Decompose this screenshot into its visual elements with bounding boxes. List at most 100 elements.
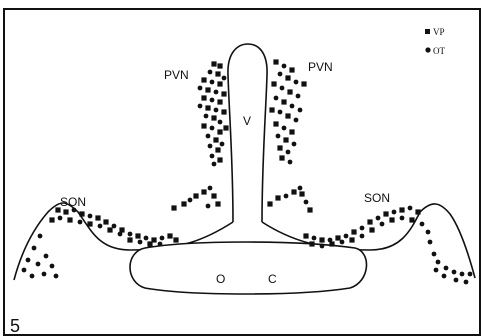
ot-cell-marker [138,240,143,245]
ot-cell-marker [210,126,215,131]
ot-cell-marker [198,104,203,109]
ot-cell-marker [426,230,431,235]
ot-cell-marker [468,272,473,277]
vp-cell-marker [307,207,312,212]
vp-cell-marker [67,217,72,222]
vp-cell-marker [223,125,228,130]
ot-cell-marker [208,144,213,149]
optic-chiasm-label-o: O [216,272,225,286]
ot-cell-marker [290,104,295,109]
vp-cell-marker [389,217,394,222]
vp-cell-marker [201,189,206,194]
vp-cell-marker [217,81,222,86]
vp-cell-marker [217,99,222,104]
legend-label-vp: VP [433,27,445,37]
ot-cell-marker [78,220,83,225]
ot-cell-marker [360,226,365,231]
ot-cell-marker [222,76,227,81]
ot-cell-marker [460,272,465,277]
optic-chiasm-label-c: C [268,272,277,286]
vp-cell-marker [205,87,210,92]
vp-cell-marker [287,89,292,94]
ot-cell-marker [214,108,219,113]
ot-cell-marker [210,80,215,85]
vp-cell-marker [409,217,414,222]
ot-cell-marker [444,266,449,271]
son-left-label: SON [60,195,86,209]
ot-cell-marker [214,90,219,95]
vp-cell-marker [167,233,172,238]
ot-cell-marker [206,204,211,209]
vp-cell-marker [217,63,222,68]
vp-cell-marker [127,237,132,242]
vp-cell-marker [173,237,178,242]
ot-cell-marker [42,272,47,277]
ot-cell-marker [376,216,381,221]
pvn-left-label: PVN [164,68,189,82]
vp-cell-marker [181,201,186,206]
vp-cell-marker [63,209,68,214]
ot-cell-marker [220,142,225,147]
vp-cell-marker [329,241,334,246]
vp-cell-marker [211,193,216,198]
ot-cell-marker [206,134,211,139]
vp-cell-marker [215,71,220,76]
ot-cell-marker [208,186,213,191]
ot-cell-marker [312,236,317,241]
ot-cell-marker [38,234,43,239]
ot-cell-marker [442,274,447,279]
vp-cell-marker [369,227,374,232]
ot-cell-marker [278,72,283,77]
vp-cell-marker [291,189,296,194]
vp-cell-marker [193,193,198,198]
vp-cell-marker [215,147,220,152]
vp-cell-marker [87,221,92,226]
ot-cell-marker [284,194,289,199]
vp-cell-marker [367,219,372,224]
pvn-right-label: PVN [308,60,333,74]
ot-cell-marker [298,186,303,191]
vp-cell-marker [281,99,286,104]
ot-cell-marker [436,260,441,265]
ot-cell-marker [210,154,215,159]
vp-cell-marker [277,145,282,150]
ot-cell-marker [340,240,345,245]
ot-cell-marker [282,64,287,69]
vp-cell-marker [279,155,284,160]
vp-cell-marker [221,91,226,96]
vp-cell-marker [211,61,216,66]
ot-cell-marker [88,214,93,219]
ot-cell-marker [72,208,77,213]
ot-cell-marker [288,160,293,165]
ot-cell-marker [30,274,35,279]
ot-cell-marker [32,246,37,251]
ot-cell-marker [292,142,297,147]
vp-cell-marker [201,77,206,82]
ot-cell-marker [344,234,349,239]
vp-cell-marker [383,211,388,216]
ot-cell-marker [294,80,299,85]
vp-cell-marker [415,209,420,214]
ot-cell-marker [276,134,281,139]
legend-label-ot: OT [433,46,445,56]
vp-cell-marker [103,219,108,224]
ot-cell-marker [294,118,299,123]
ot-cell-marker [408,206,413,211]
ot-cell-marker [304,200,309,205]
vp-cell-marker [107,227,112,232]
ot-cell-marker [210,98,215,103]
vp-cell-marker [285,113,290,118]
ot-cell-marker [280,86,285,91]
vp-cell-marker [303,233,308,238]
ot-cell-marker [188,198,193,203]
vp-cell-marker [267,201,272,206]
panel-number: 5 [10,316,20,336]
ot-cell-marker [320,244,325,249]
ot-cell-marker [58,216,63,221]
ot-cell-marker [22,268,27,273]
ventricle-outline [228,44,267,222]
vp-cell-marker [201,123,206,128]
ot-cell-marker [50,264,55,269]
legend-circle-marker [425,47,430,52]
